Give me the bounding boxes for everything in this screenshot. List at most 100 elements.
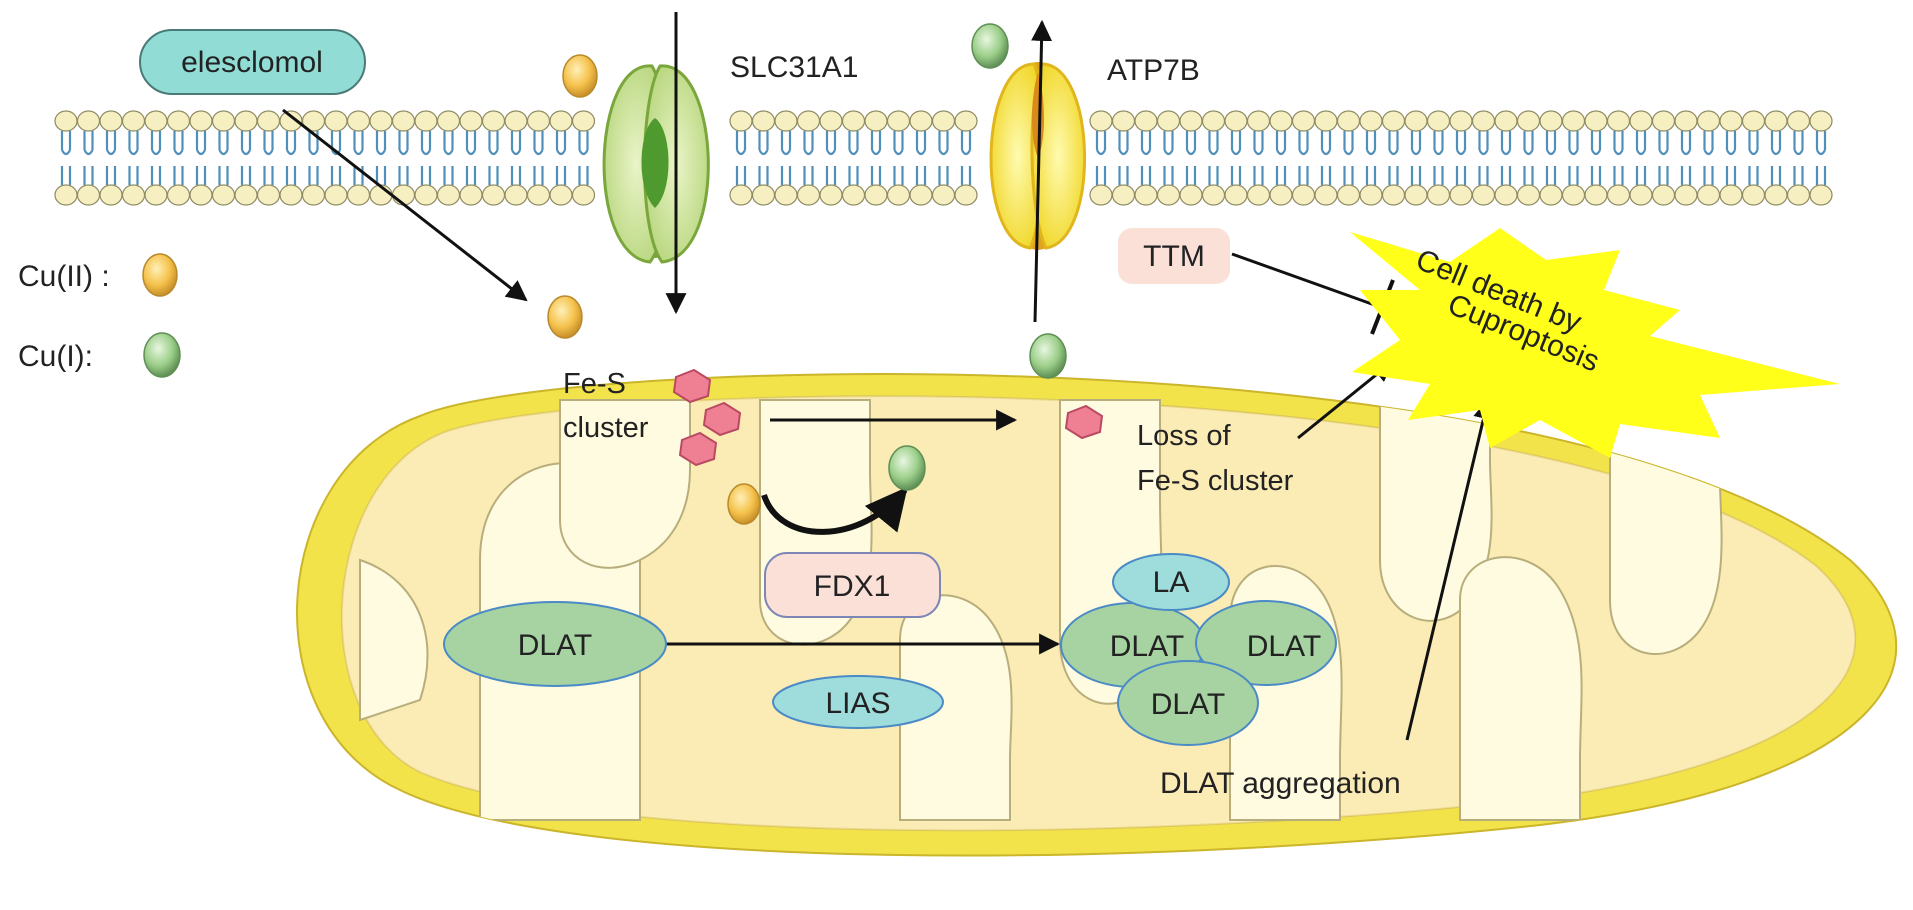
lipid-head (774, 184, 798, 206)
lipid-tail (1343, 131, 1354, 185)
lipid-tail (735, 131, 747, 185)
lipid-head (796, 184, 821, 206)
lipid-head (864, 184, 888, 206)
lipid-head (436, 184, 461, 206)
lipid-head (886, 184, 911, 206)
lipid-head (526, 110, 551, 132)
lipid-head (819, 184, 843, 206)
lipid-head (1156, 110, 1181, 132)
lipid-tail (173, 131, 184, 185)
lipid-tail (1770, 131, 1782, 185)
lipid-head (909, 110, 933, 132)
lipid-tail (1635, 131, 1647, 185)
lipid-head (324, 110, 348, 132)
legend-cu2-label: Cu(II) : (18, 260, 110, 293)
lipid-tail (1388, 131, 1399, 185)
lipid-head (1426, 184, 1451, 206)
lipid-head (144, 184, 168, 206)
lipid-tail (1140, 131, 1152, 185)
lipid-head (121, 110, 146, 132)
lipid-head (1606, 110, 1631, 132)
lipid-head (189, 110, 213, 132)
lipid-tail (1590, 131, 1602, 185)
lipid-tail (1725, 131, 1737, 185)
lipid-head (1111, 110, 1136, 132)
lipid-tail (1500, 131, 1512, 185)
lipid-head (76, 110, 101, 132)
dlat-aggregate-3 (1117, 660, 1259, 746)
lipid-tails (60, 131, 1827, 185)
lipid-head (1741, 184, 1766, 206)
atp7b-label: ATP7B (1107, 54, 1200, 87)
lipid-tail (308, 131, 319, 185)
lipid-tail (420, 131, 432, 185)
lipid-tail (825, 131, 837, 185)
lipid-tail (1748, 131, 1759, 185)
cu1-ion-outside (971, 23, 1009, 69)
lipid-head (1336, 184, 1361, 206)
lipid-tail (1365, 131, 1377, 185)
lias-node: LIAS (772, 675, 944, 729)
lipid-head (1516, 184, 1541, 206)
fes-label-line1: Fe-S (563, 368, 626, 400)
la-label: LA (1153, 566, 1190, 599)
lipid-head (1494, 184, 1518, 206)
lipid-head (1246, 110, 1271, 132)
lipid-head (436, 110, 461, 132)
mitochondrion (296, 373, 1898, 857)
lipid-head (1786, 110, 1811, 132)
arrow-elesclomol-into-cell (282, 108, 528, 302)
lipid-head (121, 184, 146, 206)
lipid-head (1764, 184, 1788, 206)
lipid-tail (870, 131, 882, 185)
slc31a1-channel (602, 64, 710, 264)
lipid-head (1336, 110, 1361, 132)
fes-cluster-hexagon-2 (702, 401, 742, 437)
lipid-head (391, 184, 416, 206)
lipid-tail (1478, 131, 1489, 185)
lipid-head (729, 184, 753, 206)
la-node (1112, 553, 1230, 611)
cu2-ion-outside (562, 54, 598, 98)
fes-cluster-hexagon-3 (678, 431, 718, 467)
lipid-head (1201, 184, 1226, 206)
lipid-head (301, 184, 326, 206)
lipid-head (1674, 184, 1698, 206)
lipid-head (481, 184, 506, 206)
loss-fes-label-line2: Fe-S cluster (1137, 465, 1294, 497)
lipid-head (481, 110, 506, 132)
lipid-tail (803, 131, 814, 185)
lipid-tail (915, 131, 927, 185)
lipid-head (1696, 184, 1721, 206)
lipid-tail (1095, 131, 1107, 185)
lipid-tail (533, 131, 544, 185)
lipid-head (166, 110, 191, 132)
lipid-head (1494, 110, 1518, 132)
lipid-tail (1298, 131, 1309, 185)
lipid-tail (285, 131, 297, 185)
lipid-tail (1545, 131, 1557, 185)
lipid-head (931, 110, 956, 132)
lipid-tail (1275, 131, 1287, 185)
lipid-head (819, 110, 843, 132)
lipid-head (1089, 110, 1113, 132)
lipid-head (1606, 184, 1631, 206)
arrow-dlat-aggregation-to-death (1405, 397, 1494, 741)
lipid-head (1111, 184, 1136, 206)
lipid-head (189, 184, 213, 206)
lipid-head (1314, 184, 1338, 206)
lipid-head (571, 110, 596, 132)
lipid-head (1201, 110, 1226, 132)
lipid-head (144, 110, 168, 132)
lipid-head (1134, 110, 1158, 132)
lipid-head (526, 184, 551, 206)
lipid-head (414, 184, 438, 206)
dlat-aggregate-label-1: DLAT (1110, 630, 1184, 663)
lipid-head (1224, 184, 1248, 206)
lipid-tail (105, 131, 117, 185)
lipid-head (1291, 110, 1316, 132)
cu1-ion-mitochondria (888, 445, 926, 491)
lipid-tail (398, 131, 409, 185)
lipid-heads-inner (54, 184, 1833, 206)
lipid-head (1426, 110, 1451, 132)
